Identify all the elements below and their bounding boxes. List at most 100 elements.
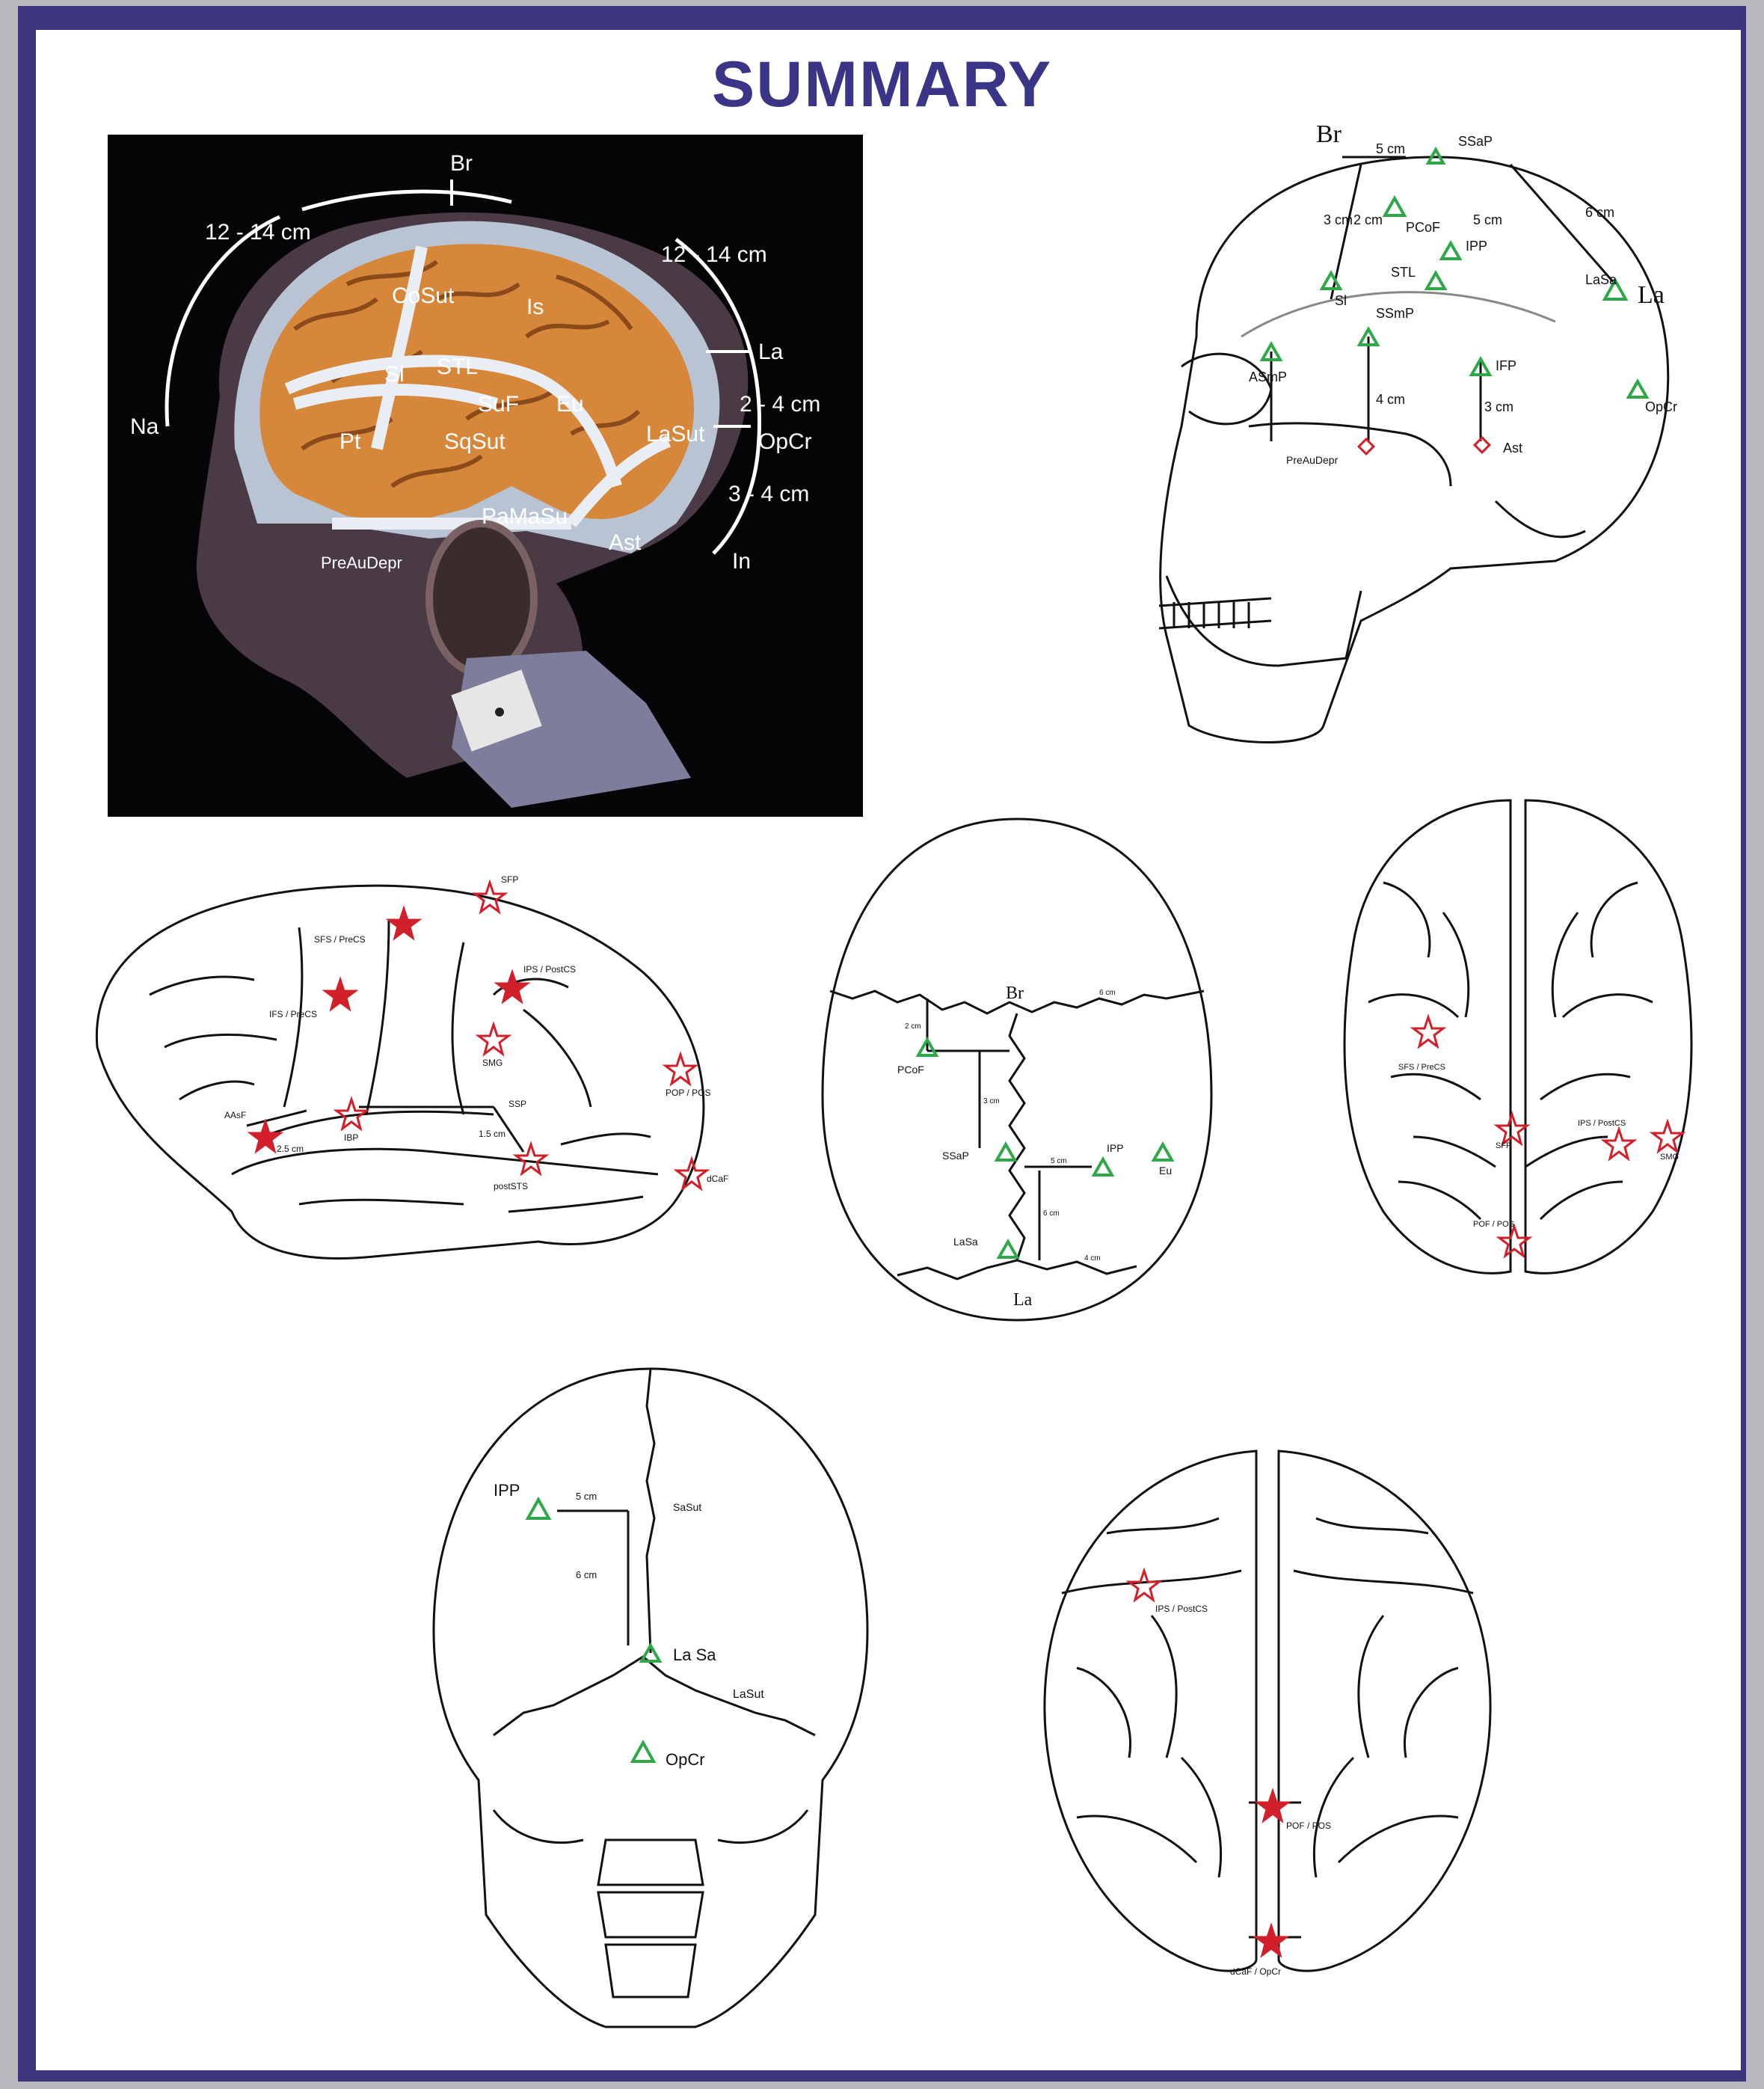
zygomatic <box>1249 423 1451 486</box>
label-m4: 6 cm <box>1043 1209 1060 1218</box>
label-asmp: ASmP <box>1249 369 1287 384</box>
label-m7: 5 cm <box>1473 212 1502 227</box>
lambdoid-line <box>1511 165 1615 284</box>
label-sfp: SFP <box>501 874 518 885</box>
eu-triangle <box>1154 1144 1172 1160</box>
label-d1: 2 - 4 cm <box>740 392 820 417</box>
pcof-triangle <box>1385 198 1404 215</box>
dcap-star <box>1256 1926 1286 1955</box>
ear <box>429 524 534 673</box>
label-span-right: 12 - 14 cm <box>661 242 767 267</box>
label-dcap: dCaF <box>707 1174 728 1184</box>
pof-star <box>1258 1791 1288 1820</box>
left-hemisphere <box>1344 800 1511 1273</box>
neck-plate-dot <box>495 708 504 717</box>
label-sfs: SFS / PreCS <box>314 934 366 945</box>
skull-back-panel: IPP 5 cm SaSut 6 cm La Sa LaSut OpCr <box>426 1361 875 2042</box>
ibp-star <box>336 1099 366 1129</box>
label-pt: Pt <box>339 429 361 454</box>
label-cosut: CoSut <box>392 283 455 308</box>
brain-back-panel: IPS / PostCS POF / POS dCaF / OpCr <box>1032 1444 1503 1982</box>
label-m5: 3 cm <box>1484 399 1513 414</box>
gyri-left <box>1062 1518 1241 1877</box>
skull-outline <box>1161 157 1668 743</box>
opcr-triangle <box>1629 381 1647 397</box>
label-smg: SMG <box>1660 1153 1679 1162</box>
label-ips: IPS / PostCS <box>1155 1604 1208 1614</box>
label-dcap: dCaF / OpCr <box>1230 1966 1281 1977</box>
label-ifp: IFP <box>1496 358 1516 373</box>
label-lasa: LaSa <box>953 1236 978 1248</box>
cervical-spine <box>598 1840 703 1997</box>
ipp-triangle <box>1442 243 1460 259</box>
ips-star <box>497 972 527 1001</box>
stl-triangle <box>1427 273 1445 289</box>
mastoid <box>1496 501 1585 537</box>
label-sl: Sl <box>1335 293 1347 308</box>
label-post: postSTS <box>494 1181 528 1191</box>
label-la: La <box>758 340 784 364</box>
lasa-triangle <box>999 1242 1017 1257</box>
ipp-triangle <box>1094 1159 1112 1175</box>
label-opcr: OpCr <box>758 429 812 454</box>
label-m2: 3 cm <box>1324 212 1353 227</box>
label-eu: Eu <box>556 392 584 417</box>
label-ssp: SSP <box>508 1099 526 1109</box>
label-m2: 3 cm <box>983 1097 1000 1105</box>
gyri-left <box>1368 883 1496 1219</box>
right-hemisphere <box>1525 800 1691 1273</box>
brain-lateral-panel: SFP SFS / PreCS IFS / PreCS IPS / PostCS… <box>75 860 748 1279</box>
label-is: Is <box>526 295 544 319</box>
label-d1: 2.5 cm <box>277 1144 304 1154</box>
asfp-star <box>251 1122 280 1151</box>
label-eu: Eu <box>1159 1165 1172 1177</box>
ips-star <box>1129 1571 1159 1600</box>
gyri-right <box>1525 883 1653 1219</box>
label-paimasu: PaMaSu <box>482 504 568 529</box>
label-pcof: PCoF <box>897 1064 924 1076</box>
label-su: SuF <box>478 392 519 417</box>
smg-star <box>479 1025 508 1054</box>
label-stl: STL <box>1391 265 1416 280</box>
label-sqsut: SqSut <box>444 429 505 454</box>
skull-lateral-panel: Br La SSaP PCoF STL IPP Sl SSmP ASmP IFP… <box>1137 112 1690 755</box>
smg-star <box>1653 1122 1682 1151</box>
label-preaudepr: PreAuDepr <box>321 553 402 572</box>
label-lasa: La Sa <box>673 1645 716 1664</box>
sylvian-fissure <box>262 1111 494 1137</box>
label-in: In <box>732 549 751 574</box>
label-m1: 5 cm <box>576 1491 597 1502</box>
label-br: Br <box>450 151 473 176</box>
sagittal-suture <box>647 1369 654 1653</box>
label-ssap: SSaP <box>1458 134 1493 149</box>
skull-top-panel: Br La PCoF SSaP IPP Eu LaSa 2 cm 3 cm 5 … <box>808 812 1226 1328</box>
label-pop: POP / POS <box>666 1088 710 1098</box>
photo-panel: Br 12 - 14 cm 12 - 14 cm Na CoSut Is Sl … <box>108 135 863 817</box>
label-sasut: SaSut <box>673 1501 701 1513</box>
label-ast: Ast <box>609 530 642 555</box>
label-ast: Ast <box>1503 441 1522 455</box>
label-m3: 2 cm <box>1353 212 1383 227</box>
label-m1: 2 cm <box>905 1022 921 1031</box>
ssap-triangle <box>997 1144 1015 1160</box>
label-ibp: IBP <box>344 1132 358 1143</box>
label-latsa: LaSa <box>1585 272 1617 287</box>
brain-outline <box>96 886 704 1258</box>
pop-star <box>666 1055 695 1084</box>
label-d2: 3 - 4 cm <box>728 482 809 506</box>
label-ssap: SSaP <box>942 1150 969 1162</box>
label-ssmp: SSmP <box>1376 306 1414 321</box>
label-ipp: IPP <box>494 1481 520 1500</box>
label-ifs: IFS / PreCS <box>269 1009 317 1019</box>
label-ips: IPS / PostCS <box>1578 1119 1626 1128</box>
label-lasut: LaSut <box>646 422 705 447</box>
page-title: SUMMARY <box>0 48 1764 122</box>
label-la: La <box>1013 1290 1033 1310</box>
label-d2: 1.5 cm <box>479 1129 505 1139</box>
label-m4: 4 cm <box>1376 392 1405 407</box>
label-opcr: OpCr <box>1645 399 1677 414</box>
label-smg: SMG <box>482 1058 503 1068</box>
ast-marker <box>1475 438 1490 453</box>
label-stl: STL <box>437 355 478 379</box>
sagittal-suture <box>1009 1013 1024 1260</box>
